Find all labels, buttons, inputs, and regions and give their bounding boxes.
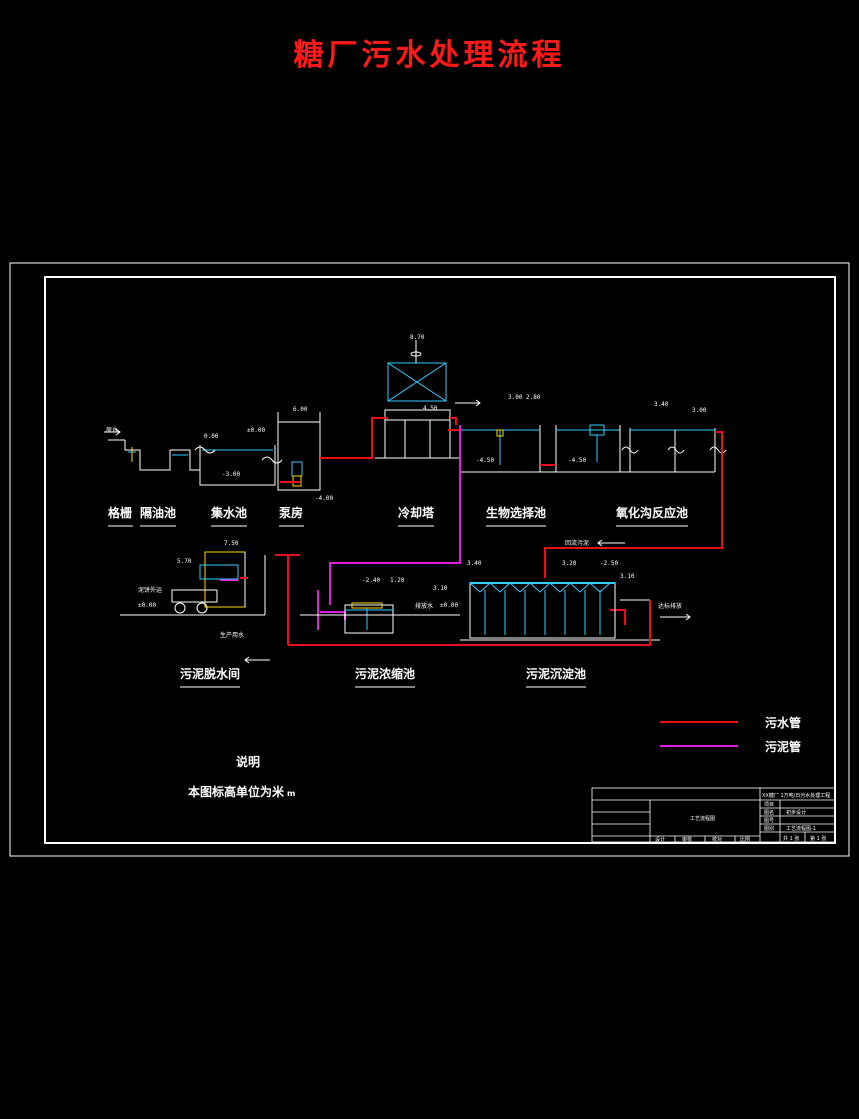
tb-middle: 工艺流程图 <box>690 815 715 822</box>
elev-set-mid: 3.20 <box>562 560 577 567</box>
tb-row4-label: 图别 <box>764 825 774 832</box>
elev-ox-water: 3.00 <box>692 407 707 414</box>
oil-separator-structure <box>170 449 200 471</box>
tb-design: 设计 <box>655 836 665 843</box>
label-oil-separator: 隔油池 <box>140 505 176 520</box>
pump-house-structure <box>277 412 321 491</box>
label-dewatering-house: 污泥脱水间 <box>180 666 240 681</box>
drawing-title: 糖厂污水处理流程 <box>293 38 566 73</box>
tb-row2-value: 初步设计 <box>786 809 806 816</box>
elev-bio-water: 2.80 <box>526 394 541 401</box>
elev-dew-floor: ±0.00 <box>138 602 156 609</box>
note-to-plant: 生产用水 <box>220 631 244 639</box>
elev-pump-bottom: -4.00 <box>315 495 333 502</box>
legend-sewage-label: 污水管 <box>765 715 801 730</box>
note-effluent: 达标排放 <box>658 602 682 610</box>
screen-structure <box>108 439 171 471</box>
notes: 说明 本图标高单位为米 m <box>188 754 295 799</box>
sludge-pipes <box>220 425 461 630</box>
dewatering-house-structure <box>120 551 266 616</box>
outer-border <box>9 262 850 857</box>
label-oxidation-ditch: 氧化沟反应池 <box>615 505 688 520</box>
label-cooling-tower: 冷却塔 <box>398 505 435 520</box>
collecting-tank-structure <box>194 445 283 486</box>
elev-bio-top: 3.00 <box>508 394 523 401</box>
tb-row2-label: 图名 <box>764 809 774 816</box>
tb-row1-label: 项目 <box>764 802 774 808</box>
elev-thick-top: 1.20 <box>390 577 405 584</box>
sewage-pipes-top <box>280 417 723 625</box>
sewage-pipes-bottom <box>240 554 651 646</box>
legend: 污水管 污泥管 <box>660 715 801 754</box>
notes-heading: 说明 <box>236 754 260 769</box>
elev-dew-top: 7.50 <box>224 540 239 547</box>
elev-thick-ground: ±0.00 <box>440 602 458 609</box>
inner-border <box>44 276 836 844</box>
elev-set-left: 3.40 <box>467 560 482 567</box>
note-drain: 排放水 <box>415 602 433 610</box>
tb-total: 共 1 张 <box>783 835 799 842</box>
tb-scale: 比例 <box>740 836 750 843</box>
notes-unit: m <box>287 789 295 798</box>
elev-set-top: -2.50 <box>600 560 618 567</box>
label-screen: 格栅 <box>108 505 132 520</box>
tb-review: 审核 <box>682 836 692 843</box>
elev-collect-bottom: -3.00 <box>222 471 240 478</box>
legend-sludge-label: 污泥管 <box>765 739 801 754</box>
unit-labels: 格栅 隔油池 集水池 泵房 冷却塔 生物选择池 氧化沟反应池 污泥脱水间 污泥浓… <box>108 505 688 688</box>
tb-sheet: 第 1 张 <box>810 835 826 842</box>
elev-thick-water: -2.40 <box>362 577 380 584</box>
elev-tower: 4.50 <box>423 405 438 412</box>
note-return-sludge: 回流污泥 <box>565 539 589 547</box>
title-block <box>591 787 836 843</box>
label-thickener: 污泥浓缩池 <box>355 666 415 681</box>
settling-tank-structure <box>460 582 660 641</box>
elev-tower-top: 8.70 <box>410 334 425 341</box>
elev-dew-mid: 5.70 <box>177 558 192 565</box>
cooling-tower-structure <box>375 340 460 459</box>
flow-arrows <box>104 399 691 664</box>
oxidation-ditch-structure <box>620 428 727 473</box>
label-pump-house: 泵房 <box>279 505 303 520</box>
elevation-marks: 8.70 4.50 0.00 ±0.00 -3.00 6.00 -4.00 3.… <box>138 334 707 609</box>
thickener-structure <box>300 602 460 634</box>
tb-company: XX糖厂 1万吨/日污水处理工程 <box>762 792 830 799</box>
elev-set-right: 3.10 <box>620 573 635 580</box>
tb-row4-value: 工艺流程图-1 <box>786 825 816 832</box>
note-raw-water: 原水 <box>106 426 118 434</box>
note-sludge-cake: 泥饼外运 <box>138 586 162 594</box>
elev-bio-bottom: -4.50 <box>476 457 494 464</box>
small-annotations: 原水 泥饼外运 生产用水 排放水 回流污泥 达标排放 <box>106 426 682 639</box>
elev-collect-water: ±0.00 <box>247 427 265 434</box>
title-block-text: XX糖厂 1万吨/日污水处理工程 项目 图名 初步设计 图号 图别 工艺流程图-… <box>655 792 830 843</box>
elev-mid-bottom: -4.50 <box>568 457 586 464</box>
label-bio-selector: 生物选择池 <box>486 505 546 520</box>
notes-text: 本图标高单位为米 <box>188 784 285 799</box>
tb-row3-label: 图号 <box>764 818 774 824</box>
label-settling-tank: 污泥沉淀池 <box>526 666 586 681</box>
elev-ox-top: 3.40 <box>654 401 669 408</box>
label-collecting-tank: 集水池 <box>210 505 247 520</box>
elev-collect-top: 0.00 <box>204 433 219 440</box>
tb-check: 校对 <box>712 836 722 843</box>
elev-pump-top: 6.00 <box>293 406 308 413</box>
elev-thick-right: 3.10 <box>433 585 448 592</box>
